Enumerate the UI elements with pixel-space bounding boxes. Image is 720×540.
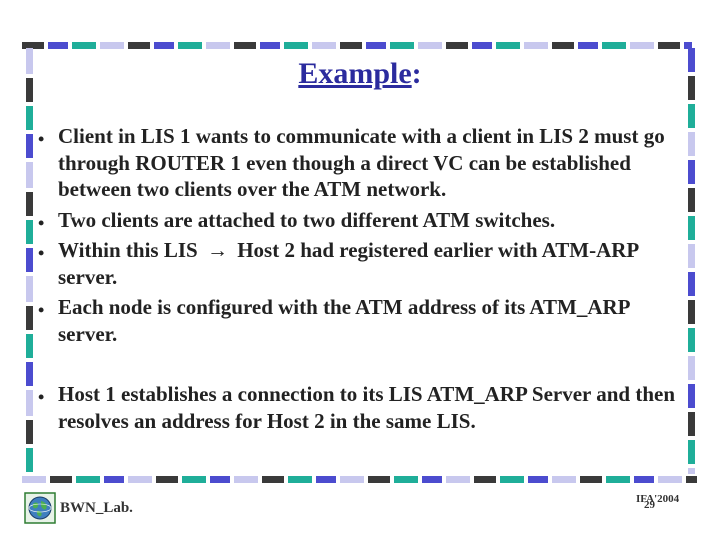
footer-lab-name: BWN_Lab.	[60, 500, 133, 516]
bullet-icon: •	[38, 300, 45, 320]
bullet-text: Each node is configured with the ATM add…	[58, 295, 630, 346]
page-number: 29	[644, 499, 655, 511]
bullet-icon: •	[38, 387, 45, 407]
footer-info: IFA'2004 29	[636, 493, 680, 511]
slide-title: Example:	[0, 57, 720, 91]
frame-top-border	[22, 42, 692, 49]
bullet-text: Host 1 establishes a connection to its L…	[58, 382, 675, 433]
bullet-item: • Each node is configured with the ATM a…	[38, 294, 688, 347]
right-arrow-icon: →	[206, 238, 228, 262]
bullet-item: • Within this LIS → Host 2 had registere…	[38, 237, 688, 290]
frame-right-border	[688, 48, 695, 474]
bullet-item: • Two clients are attached to two differ…	[38, 207, 688, 234]
bullet-icon: •	[38, 129, 45, 149]
bullet-icon: •	[38, 243, 45, 263]
bullet-text-after-arrow: Host 2 had registered earlier with ATM-A…	[58, 238, 639, 289]
bullet-item: • Client in LIS 1 wants to communicate w…	[38, 123, 688, 203]
globe-logo-icon	[24, 492, 56, 524]
bullet-text-before-arrow: Within this LIS	[58, 238, 198, 262]
slide-title-colon: :	[411, 57, 422, 90]
slide-title-word: Example	[298, 57, 412, 90]
footer-conference: IFA'2004	[636, 493, 680, 505]
bullet-text: Two clients are attached to two differen…	[58, 207, 556, 232]
frame-bottom-border	[22, 476, 697, 483]
bullet-item: • Host 1 establishes a connection to its…	[38, 381, 688, 434]
bullet-icon: •	[38, 212, 45, 233]
bullet-list: • Client in LIS 1 wants to communicate w…	[38, 123, 688, 438]
frame-left-border	[26, 48, 33, 472]
bullet-text: Client in LIS 1 wants to communicate wit…	[58, 124, 665, 201]
